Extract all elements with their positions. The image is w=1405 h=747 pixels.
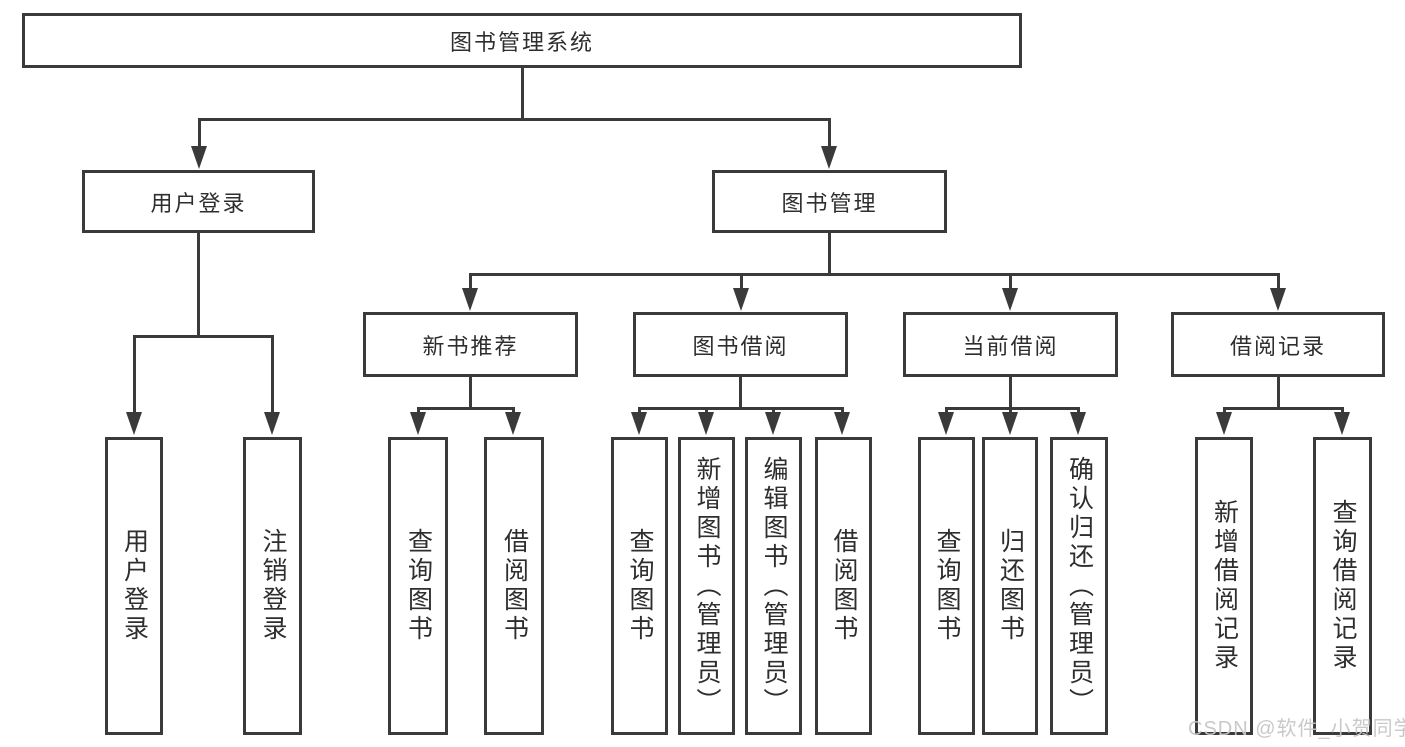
- node-label: 借阅记录: [1229, 333, 1326, 359]
- node-return-books: 归还图书: [982, 437, 1038, 735]
- node-query-books-newrec: 查询图书: [388, 437, 448, 735]
- node-label: 当前借阅: [962, 333, 1059, 359]
- arrow-down-icon: [264, 412, 280, 435]
- node-book-borrowing: 图书借阅: [633, 312, 848, 377]
- arrow-down-icon: [821, 146, 837, 169]
- connector-user-login-stem: [197, 233, 200, 335]
- node-logout-leaf: 注销登录: [243, 437, 302, 735]
- connector-drop: [512, 407, 515, 413]
- connector-drop-current-borrow: [1009, 273, 1012, 289]
- arrow-down-icon: [462, 288, 478, 311]
- connector-book-mgmt-stem: [828, 233, 831, 273]
- connector-level3-bar: [469, 273, 1278, 276]
- node-label: 查询图书: [933, 528, 961, 644]
- node-label: 借阅图书: [830, 528, 858, 644]
- arrow-down-icon: [1216, 412, 1232, 435]
- node-query-borrow-record: 查询借阅记录: [1313, 437, 1372, 735]
- connector-drop-borrow-records: [1277, 273, 1280, 289]
- connector-borrow-records-bar: [1223, 407, 1344, 410]
- arrow-down-icon: [698, 412, 714, 435]
- connector-drop-logout-leaf: [271, 335, 274, 413]
- node-book-management: 图书管理: [712, 170, 947, 233]
- node-user-login-branch: 用户登录: [82, 170, 315, 233]
- connector-current-borrow-bar: [945, 407, 1080, 410]
- node-label: 编辑图书（管理员）: [760, 455, 788, 717]
- connector-drop: [1077, 407, 1080, 413]
- connector-drop: [945, 407, 948, 413]
- node-add-borrow-record: 新增借阅记录: [1195, 437, 1253, 735]
- arrow-down-icon: [410, 412, 426, 435]
- connector-drop: [417, 407, 420, 413]
- connector-drop-new-book: [469, 273, 472, 289]
- connector-drop: [638, 407, 641, 413]
- node-label: 新书推荐: [422, 333, 519, 359]
- connector-drop: [1009, 407, 1012, 413]
- arrow-down-icon: [834, 412, 850, 435]
- connector-borrow-records-stem: [1277, 377, 1280, 407]
- node-borrowing-records: 借阅记录: [1171, 312, 1385, 377]
- connector-book-borrow-stem: [739, 377, 742, 407]
- node-label: 用户登录: [150, 190, 247, 216]
- connector-drop-login-leaf: [133, 335, 136, 413]
- node-query-books-borrow: 查询图书: [611, 437, 668, 735]
- connector-book-borrow-bar: [638, 407, 844, 410]
- node-borrow-books-leaf: 借阅图书: [815, 437, 872, 735]
- node-label: 注销登录: [259, 528, 287, 644]
- arrow-down-icon: [191, 146, 207, 169]
- node-add-books-admin: 新增图书（管理员）: [678, 437, 735, 735]
- node-label: 用户登录: [120, 528, 149, 644]
- node-label: 确认归还（管理员）: [1065, 455, 1094, 717]
- arrow-down-icon: [505, 412, 521, 435]
- connector-drop: [1223, 407, 1226, 413]
- node-root-label: 图书管理系统: [449, 29, 594, 55]
- node-label: 查询图书: [404, 528, 433, 644]
- connector-drop-book-borrow: [740, 273, 743, 289]
- arrow-down-icon: [1070, 412, 1086, 435]
- node-edit-books-admin: 编辑图书（管理员）: [745, 437, 802, 735]
- arrow-down-icon: [1002, 288, 1018, 311]
- connector-drop: [705, 407, 708, 413]
- connector-new-book-stem: [469, 377, 472, 407]
- node-label: 图书借阅: [692, 333, 789, 359]
- node-confirm-return-admin: 确认归还（管理员）: [1050, 437, 1108, 735]
- node-root: 图书管理系统: [22, 13, 1022, 68]
- node-label: 归还图书: [996, 528, 1025, 644]
- arrow-down-icon: [126, 412, 142, 435]
- arrow-down-icon: [765, 412, 781, 435]
- connector-drop-book-management: [828, 118, 831, 148]
- node-label: 借阅图书: [500, 528, 529, 644]
- connector-drop: [1341, 407, 1344, 413]
- arrow-down-icon: [1002, 412, 1018, 435]
- connector-level2-bar: [198, 118, 831, 121]
- watermark: CSDN @软件_小贺同学: [1188, 718, 1405, 740]
- node-label: 图书管理: [781, 190, 878, 216]
- node-label: 查询借阅记录: [1329, 499, 1357, 673]
- arrow-down-icon: [631, 412, 647, 435]
- node-label: 新增借阅记录: [1210, 499, 1239, 673]
- arrow-down-icon: [938, 412, 954, 435]
- arrow-down-icon: [1270, 288, 1286, 311]
- connector-new-book-bar: [417, 407, 515, 410]
- connector-drop-user-login: [198, 118, 201, 148]
- node-current-borrowing: 当前借阅: [903, 312, 1118, 377]
- node-user-login-leaf: 用户登录: [105, 437, 163, 735]
- node-borrow-books-newrec: 借阅图书: [484, 437, 544, 735]
- node-label: 新增图书（管理员）: [693, 455, 721, 717]
- connector-root-stem: [521, 68, 524, 118]
- node-new-book-recommend: 新书推荐: [363, 312, 578, 377]
- connector-current-borrow-stem: [1009, 377, 1012, 407]
- arrow-down-icon: [733, 288, 749, 311]
- arrow-down-icon: [1334, 412, 1350, 435]
- node-query-books-current: 查询图书: [918, 437, 975, 735]
- connector-drop: [772, 407, 775, 413]
- connector-drop: [841, 407, 844, 413]
- connector-user-login-bar: [133, 335, 274, 338]
- node-label: 查询图书: [626, 528, 654, 644]
